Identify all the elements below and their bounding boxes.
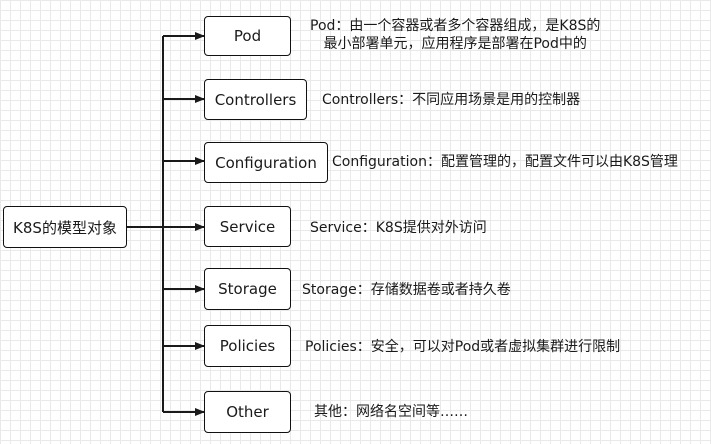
configuration-note: Configuration：配置管理的，配置文件可以由K8S管理 — [332, 154, 678, 170]
storage-node: Storage — [204, 268, 291, 310]
service-note: Service：K8S提供对外访问 — [310, 220, 487, 236]
other-node: Other — [204, 391, 291, 433]
storage-note: Storage：存储数据卷或者持久卷 — [302, 282, 511, 298]
pod-note-line-1: Pod：由一个容器或者多个容器组成，是K8S的 — [310, 18, 601, 34]
pod-node: Pod — [204, 16, 291, 56]
controllers-node: Controllers — [204, 79, 307, 120]
root-node: K8S的模型对象 — [3, 206, 127, 248]
service-node: Service — [204, 206, 291, 247]
other-note: 其他：网络名空间等…… — [314, 404, 468, 420]
pod-note-line-2: 最小部署单元，应用程序是部署在Pod中的 — [323, 36, 587, 52]
policies-note: Policies：安全，可以对Pod或者虚拟集群进行限制 — [305, 339, 621, 355]
pod-note: Pod：由一个容器或者多个容器组成，是K8S的 最小部署单元，应用程序是部署在P… — [310, 17, 600, 53]
controllers-note: Controllers：不同应用场景是用的控制器 — [322, 92, 581, 108]
configuration-node: Configuration — [204, 142, 328, 183]
policies-node: Policies — [204, 325, 291, 367]
